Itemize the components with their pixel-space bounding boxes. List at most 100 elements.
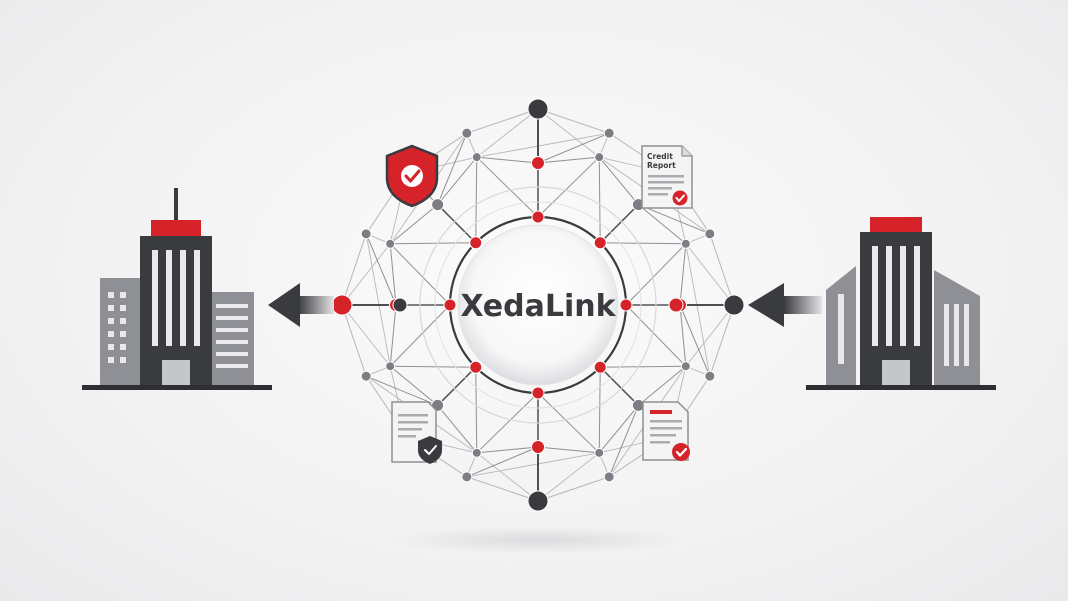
- network-node: [594, 447, 605, 458]
- network-edge: [389, 204, 438, 245]
- hub-core: [457, 224, 619, 386]
- network-edge: [709, 233, 735, 306]
- network-edge: [437, 204, 477, 244]
- network-edge: [625, 304, 687, 367]
- network-edge: [598, 405, 639, 454]
- network-edge: [537, 132, 610, 164]
- network-edge: [537, 156, 600, 218]
- network-edge: [389, 365, 438, 406]
- hub-label: XedaLink: [460, 289, 616, 324]
- network-edge: [537, 446, 600, 454]
- network-edge: [608, 405, 639, 478]
- network-edge: [638, 204, 711, 235]
- network-node: [461, 127, 473, 139]
- network-edge: [598, 367, 601, 453]
- network-node: [704, 228, 716, 240]
- network-node: [360, 228, 372, 240]
- network-edge: [599, 204, 639, 244]
- network-edge: [600, 242, 686, 245]
- network-node: [680, 361, 691, 372]
- network-node: [619, 298, 633, 312]
- network-edge: [365, 233, 397, 306]
- network-edge: [365, 375, 438, 406]
- network-edge: [679, 304, 687, 367]
- network-edge: [685, 243, 735, 306]
- network-node: [531, 210, 545, 224]
- network-node: [431, 198, 445, 212]
- ground-shadow: [388, 526, 688, 554]
- credit-report-document-icon: Credit Report: [641, 145, 693, 209]
- network-edge: [476, 156, 539, 218]
- hub-outer-ring: [419, 186, 657, 424]
- network-edge: [679, 304, 711, 377]
- network-edge: [341, 243, 391, 306]
- network-node: [469, 236, 483, 250]
- network-edge: [537, 452, 600, 502]
- network-edge: [638, 204, 687, 245]
- network-edge: [389, 243, 397, 306]
- network-node: [723, 294, 745, 316]
- credit-report-title: Report: [647, 161, 676, 170]
- network-edge: [341, 304, 367, 377]
- network-nodes: [331, 98, 745, 512]
- network-node: [385, 361, 396, 372]
- network-edge: [476, 108, 539, 158]
- arrow-left-icon: [748, 283, 822, 327]
- network-node: [461, 471, 473, 483]
- network-edge: [476, 392, 539, 454]
- network-edge: [476, 452, 539, 502]
- network-node: [593, 360, 607, 374]
- network-edge: [476, 156, 539, 164]
- network-node: [471, 152, 482, 163]
- network-node: [668, 297, 684, 313]
- building-icon: [806, 217, 996, 390]
- network-edge: [437, 366, 477, 406]
- ground-line: [82, 385, 272, 390]
- network-node: [594, 152, 605, 163]
- network-node: [392, 297, 408, 313]
- shield-document-icon: [391, 401, 442, 464]
- building-icon: [82, 188, 272, 390]
- network-edge: [475, 157, 478, 243]
- network-node: [680, 238, 691, 249]
- network-edge: [341, 304, 391, 367]
- network-edge: [679, 243, 687, 306]
- network-edge: [437, 405, 478, 454]
- network-node: [443, 298, 457, 312]
- network-node: [527, 490, 549, 512]
- network-edge: [598, 157, 601, 243]
- network-edge: [476, 446, 539, 454]
- network-edge: [625, 243, 687, 306]
- ground-line: [806, 385, 996, 390]
- network-edge: [466, 108, 539, 134]
- network-node: [385, 238, 396, 249]
- network-edge: [365, 233, 391, 367]
- network-edge: [390, 242, 476, 245]
- network-edge: [537, 108, 610, 134]
- network-edge: [537, 392, 600, 454]
- network-node: [531, 386, 545, 400]
- network-edge: [389, 304, 397, 367]
- network-edge: [466, 446, 539, 478]
- network-edge: [600, 365, 686, 368]
- network-edge: [685, 243, 711, 377]
- network-node: [603, 471, 615, 483]
- network-edge: [389, 304, 451, 367]
- network-edge: [466, 476, 539, 502]
- network-node: [531, 156, 545, 170]
- verified-document-icon: [642, 401, 690, 461]
- network-edge: [537, 156, 600, 164]
- network-node: [603, 127, 615, 139]
- network-edge: [599, 366, 639, 406]
- shield-check-icon: [385, 144, 439, 208]
- network-edge: [475, 367, 478, 453]
- network-edge: [437, 156, 478, 205]
- network-node: [331, 294, 353, 316]
- network-edge: [437, 132, 468, 205]
- network-node: [704, 370, 716, 382]
- network-edge: [466, 452, 600, 478]
- network-edge: [341, 233, 367, 306]
- network-edge: [685, 304, 735, 367]
- hub-mid-ring: [434, 201, 642, 409]
